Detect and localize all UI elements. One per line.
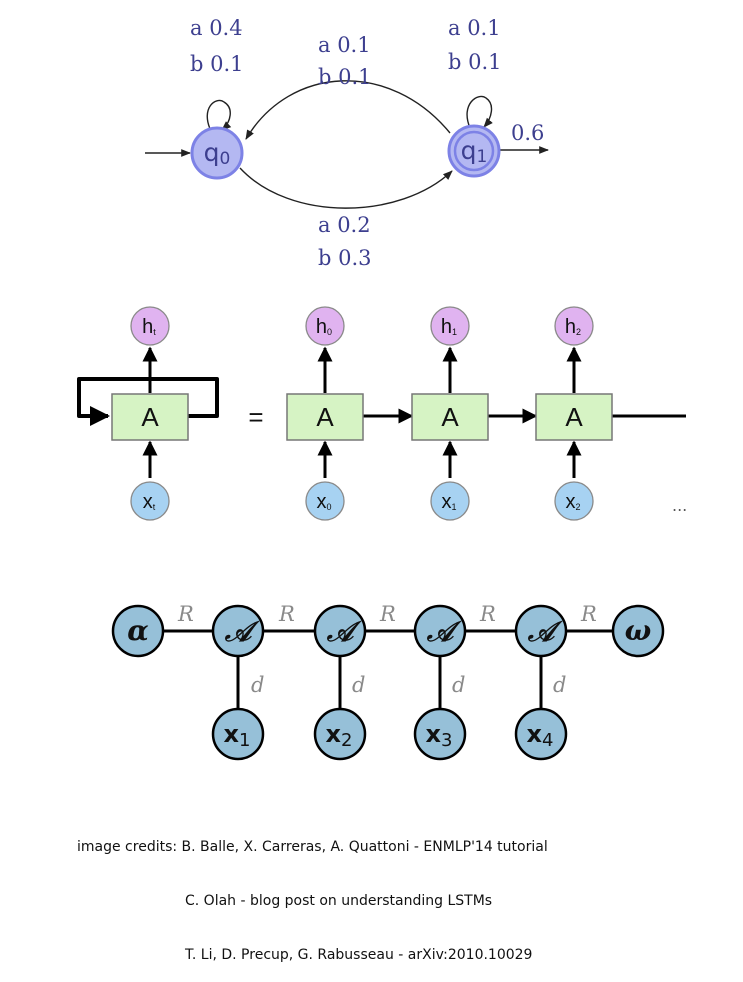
rnn-input-x2: x2 <box>565 491 580 513</box>
rnn-folded-box-label: A <box>141 402 159 432</box>
rnn-output-h1: h1 <box>441 316 457 338</box>
tn-core-3: 𝒜 <box>413 604 467 658</box>
rnn-folded-box <box>111 393 189 441</box>
label-loop-q1-a: a 0.1 <box>448 16 501 40</box>
tn-core-4: 𝒜 <box>514 604 568 658</box>
tn-input-x2: x2 <box>313 707 367 761</box>
rnn-box-label: A <box>565 402 583 432</box>
label-loop-q1-b: b 0.1 <box>448 50 502 74</box>
rnn-step-1: A h1 x1 <box>411 306 489 521</box>
tn-edge-r: R <box>278 602 295 626</box>
tn-edge-d: d <box>452 673 465 697</box>
tn-edge-r: R <box>177 602 194 626</box>
tn-edge-d: d <box>553 673 566 697</box>
label-loop-q0-b: b 0.1 <box>190 52 244 76</box>
diagram-canvas: q0 q1 a 0.4 b 0.1 a 0.1 b 0.1 a 0.1 b 0.… <box>77 16 687 761</box>
rnn-input-x0: x0 <box>316 491 331 513</box>
svg-text:ht: ht <box>142 316 156 338</box>
credit-line-2: C. Olah - blog post on understanding LST… <box>185 893 493 909</box>
label-q1-q0-a: a 0.1 <box>318 33 371 57</box>
tn-omega-node: ω <box>611 604 665 658</box>
rnn-input-x1: x1 <box>441 491 456 513</box>
label-q1-q0-b: b 0.1 <box>318 65 372 89</box>
svg-text:ω: ω <box>625 614 652 647</box>
tn-edge-d: d <box>352 673 365 697</box>
rnn-recurrent-loop <box>77 377 219 426</box>
svg-text:q1: q1 <box>461 136 488 167</box>
rnn-box-label: A <box>441 402 459 432</box>
rnn-folded-input-node: xt <box>130 481 170 521</box>
svg-text:q0: q0 <box>204 138 231 169</box>
figure: q0 q1 a 0.4 b 0.1 a 0.1 b 0.1 a 0.1 b 0.… <box>77 16 687 963</box>
rnn-folded-output-node: ht <box>130 306 170 346</box>
state-q1: q1 <box>447 124 501 178</box>
tn-input-x1: x1 <box>211 707 265 761</box>
tensor-network-diagram: R R R R R d d d d α ω 𝒜 𝒜 𝒜 <box>111 602 665 761</box>
tn-input-x4: x4 <box>514 707 568 761</box>
state-q0: q0 <box>190 126 244 180</box>
svg-text:x3: x3 <box>426 720 453 751</box>
edge-q1-q0 <box>245 80 451 140</box>
rnn-diagram: A ht xt = A h0 x0 A <box>77 306 687 521</box>
rnn-output-h0: h0 <box>316 316 332 338</box>
tn-edge-d: d <box>251 673 264 697</box>
tn-alpha-node: α <box>111 604 165 658</box>
tn-edge-r: R <box>580 602 597 626</box>
q1-self-loop <box>466 95 493 129</box>
rnn-ellipsis: ... <box>672 496 687 515</box>
tn-input-x3: x3 <box>413 707 467 761</box>
label-loop-q0-a: a 0.4 <box>190 16 243 40</box>
q0-self-loop <box>206 99 232 132</box>
rnn-equals-sign: = <box>248 402 263 432</box>
tn-edge-r: R <box>479 602 496 626</box>
rnn-step-2: A h2 x2 <box>535 306 613 521</box>
label-final-weight: 0.6 <box>511 121 544 145</box>
label-q0-q1-b: b 0.3 <box>318 246 372 270</box>
rnn-box-label: A <box>316 402 334 432</box>
svg-text:α: α <box>127 614 149 647</box>
wfa-diagram: q0 q1 a 0.4 b 0.1 a 0.1 b 0.1 a 0.1 b 0.… <box>145 16 549 270</box>
credit-line-1: image credits: B. Balle, X. Carreras, A.… <box>77 839 548 855</box>
rnn-output-h2: h2 <box>565 316 581 338</box>
svg-text:x4: x4 <box>527 720 554 751</box>
edge-q0-q1 <box>239 167 453 209</box>
svg-text:x1: x1 <box>224 720 251 751</box>
label-q0-q1-a: a 0.2 <box>318 213 371 237</box>
svg-text:x2: x2 <box>326 720 353 751</box>
tn-edge-r: R <box>379 602 396 626</box>
tn-core-1: 𝒜 <box>211 604 265 658</box>
credit-line-3: T. Li, D. Precup, G. Rabusseau - arXiv:2… <box>185 947 533 963</box>
rnn-step-0: A h0 x0 <box>286 306 364 521</box>
svg-text:xt: xt <box>143 491 156 513</box>
tn-core-2: 𝒜 <box>313 604 367 658</box>
image-credits: image credits: B. Balle, X. Carreras, A.… <box>77 802 717 982</box>
